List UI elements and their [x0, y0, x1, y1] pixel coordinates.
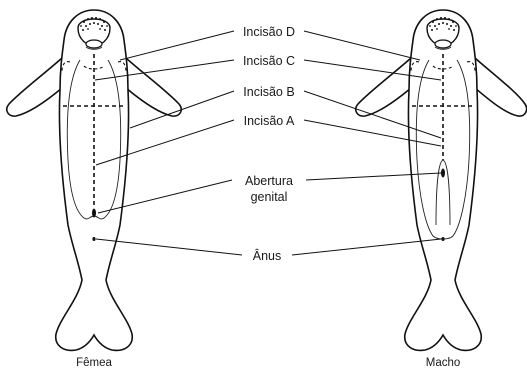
leader-anus-left	[96, 239, 242, 255]
female-left-flipper	[7, 58, 62, 116]
caption-male: Macho	[426, 357, 461, 369]
male-genital-opening	[441, 169, 445, 178]
label-incision-b: Incisão B	[243, 85, 294, 99]
caption-female: Fêmea	[76, 357, 112, 369]
male-left-flipper	[356, 58, 411, 116]
male-figure	[356, 10, 527, 350]
female-anus	[92, 237, 95, 241]
leader-incision-d-right	[304, 31, 420, 60]
female-right-flipper	[126, 58, 181, 116]
male-right-flipper	[475, 58, 527, 116]
label-genital-opening-line1: Abertura	[245, 174, 293, 188]
leader-anus-right	[292, 239, 441, 255]
label-incision-d: Incisão D	[243, 25, 295, 39]
label-incision-a: Incisão A	[244, 114, 295, 128]
label-anus: Ânus	[253, 248, 282, 263]
leader-incision-d-left	[120, 31, 234, 60]
male-anus	[441, 237, 444, 241]
male-mouth	[435, 40, 451, 48]
female-mouth	[86, 40, 102, 48]
female-genital-opening	[92, 209, 96, 218]
female-figure	[7, 10, 181, 350]
label-incision-c: Incisão C	[243, 54, 295, 68]
label-genital-opening-line2: genital	[251, 190, 288, 204]
